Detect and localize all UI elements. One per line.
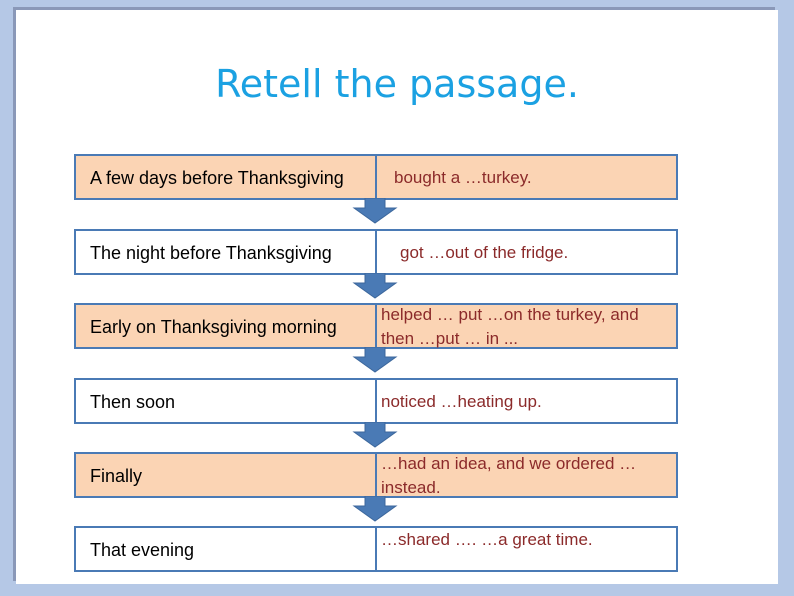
row-event: helped … put …on the turkey, and then …pu… — [381, 303, 691, 351]
row-event: got …out of the fridge. — [400, 243, 569, 262]
row-event: bought a …turkey. — [394, 168, 532, 187]
row-event: …had an idea, and we ordered … instead. — [381, 452, 691, 500]
row-time: A few days before Thanksgiving — [90, 168, 344, 188]
row-time: Finally — [90, 466, 143, 486]
row-time: Then soon — [90, 392, 176, 412]
divider — [375, 231, 377, 273]
row-time: Early on Thanksgiving morning — [90, 317, 337, 337]
row-time: The night before Thanksgiving — [90, 243, 332, 263]
event-line-1: helped … put …on the turkey, and — [381, 305, 639, 324]
row-event: …shared …. …a great time. — [381, 530, 593, 549]
slide-title: Retell the passage. — [215, 62, 579, 106]
down-arrow-icon — [352, 347, 398, 373]
divider — [375, 454, 377, 496]
event-line-1: …had an idea, and we ordered … — [381, 454, 637, 473]
event-line-2: instead. — [381, 478, 441, 497]
divider — [375, 380, 377, 422]
divider — [375, 528, 377, 570]
down-arrow-icon — [352, 422, 398, 448]
down-arrow-icon — [352, 198, 398, 224]
row-time: That evening — [90, 540, 195, 560]
timeline-row-4: Then soon noticed …heating up. — [74, 378, 678, 424]
down-arrow-icon — [352, 496, 398, 522]
timeline-row-2: The night before Thanksgiving got …out o… — [74, 229, 678, 275]
down-arrow-icon — [352, 273, 398, 299]
row-event: noticed …heating up. — [381, 392, 542, 411]
divider — [375, 156, 377, 198]
timeline-row-5: Finally …had an idea, and we ordered … in… — [74, 452, 678, 498]
timeline-row-1: A few days before Thanksgiving bought a … — [74, 154, 678, 200]
timeline-row-6: That evening …shared …. …a great time. — [74, 526, 678, 572]
timeline-row-3: Early on Thanksgiving morning helped … p… — [74, 303, 678, 349]
event-line-2: then …put … in ... — [381, 329, 519, 348]
divider — [375, 305, 377, 347]
